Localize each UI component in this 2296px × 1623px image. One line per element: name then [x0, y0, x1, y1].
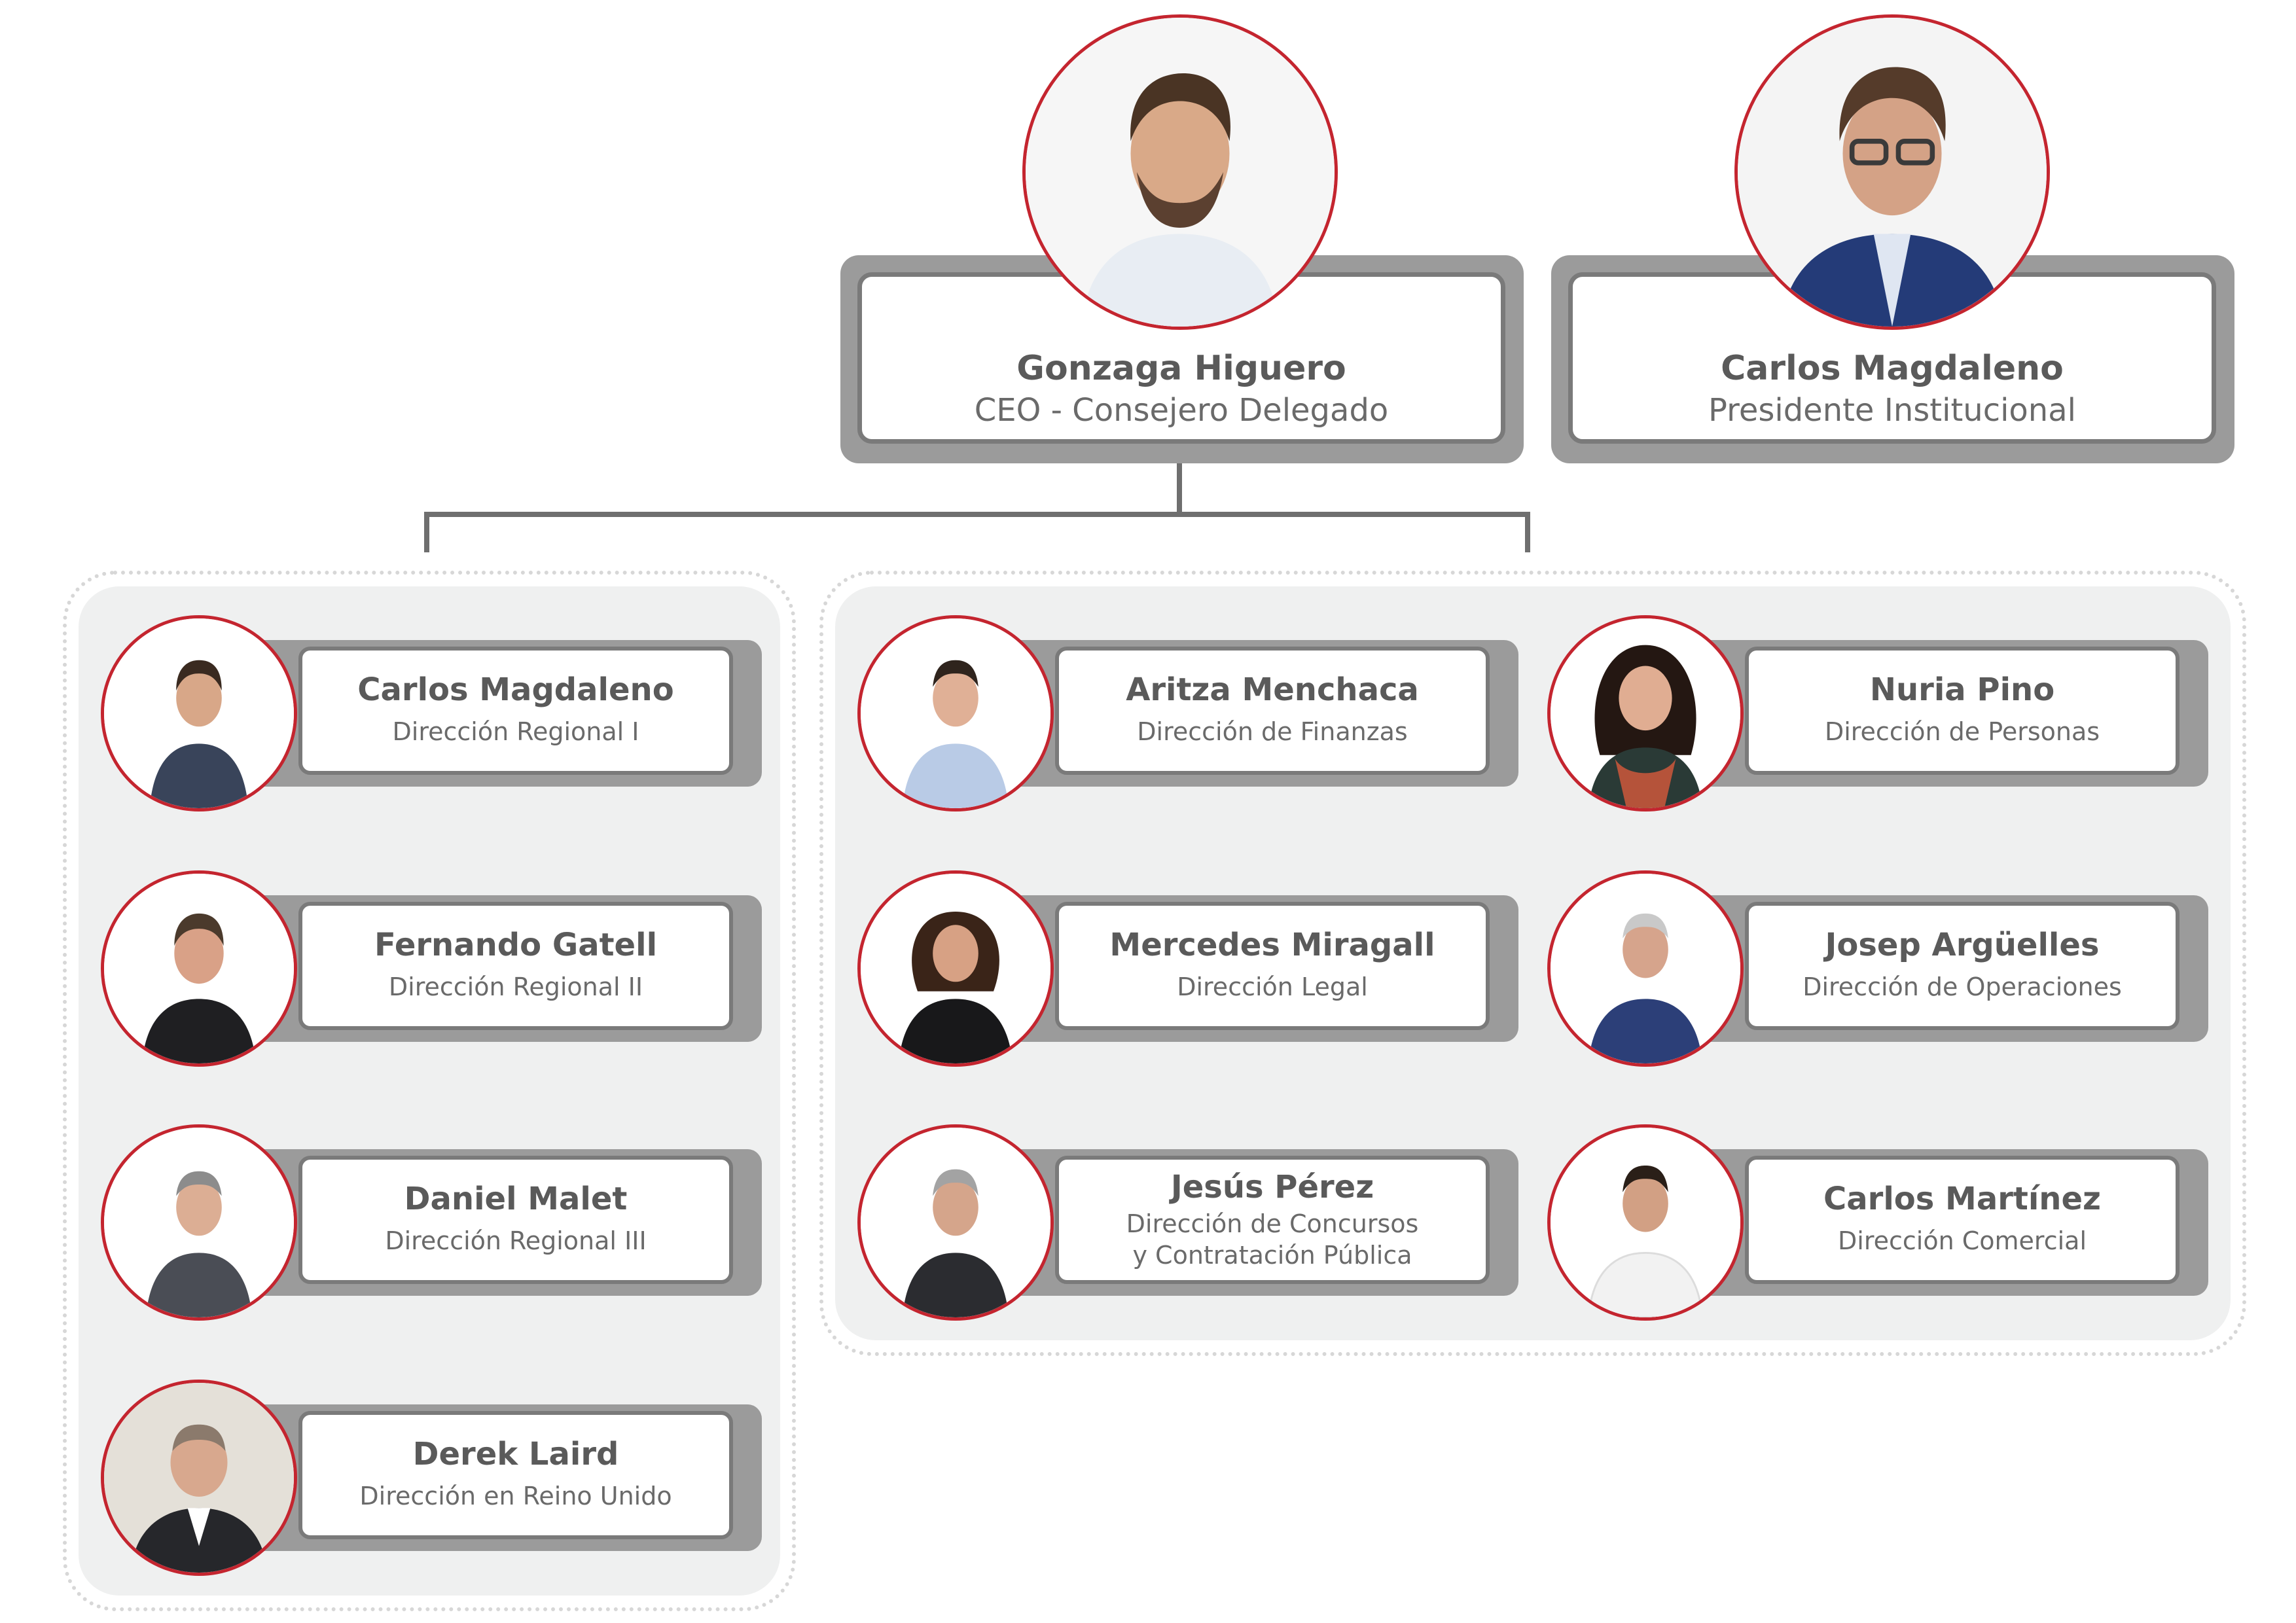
member-card: Jesús Pérez Dirección de Concursos y Con… [857, 1124, 1518, 1321]
ceo-name: Gonzaga Higuero [1016, 349, 1346, 388]
person-silhouette-icon [104, 1128, 294, 1317]
member-role: Dirección de Concursos y Contratación Pú… [1059, 1208, 1486, 1271]
member-photo [101, 870, 297, 1067]
member-name: Derek Laird [412, 1436, 619, 1472]
member-name: Fernando Gatell [374, 927, 658, 963]
member-card: Josep Argüelles Dirección de Operaciones [1547, 870, 2208, 1067]
connector-left-drop [424, 512, 429, 552]
member-role: Dirección de Finanzas [1137, 717, 1408, 746]
ceo-role: CEO - Consejero Delegado [974, 392, 1389, 429]
member-role: Dirección de Operaciones [1803, 972, 2122, 1001]
member-card: Mercedes Miragall Dirección Legal [857, 870, 1518, 1067]
person-silhouette-icon [1551, 1128, 1740, 1317]
member-photo [101, 615, 297, 812]
member-card-body: Fernando Gatell Dirección Regional II [298, 902, 733, 1030]
person-silhouette-icon [1026, 18, 1335, 327]
member-card-body: Aritza Menchaca Dirección de Finanzas [1055, 647, 1490, 775]
member-photo [101, 1124, 297, 1321]
member-card-body: Jesús Pérez Dirección de Concursos y Con… [1055, 1156, 1490, 1284]
person-silhouette-icon [1551, 618, 1740, 808]
connector-right-drop [1525, 512, 1530, 552]
member-card: Daniel Malet Dirección Regional III [101, 1124, 762, 1321]
member-card: Carlos Magdaleno Dirección Regional I [101, 615, 762, 812]
member-card-body: Daniel Malet Dirección Regional III [298, 1156, 733, 1284]
member-role: Dirección Regional I [392, 717, 639, 746]
member-card: Aritza Menchaca Dirección de Finanzas [857, 615, 1518, 812]
member-photo [857, 870, 1054, 1067]
member-photo [1547, 615, 1744, 812]
member-card-body: Mercedes Miragall Dirección Legal [1055, 902, 1490, 1030]
member-role: Dirección Regional II [388, 972, 643, 1001]
person-silhouette-icon [1738, 18, 2047, 327]
connector-ceo-down [1177, 459, 1182, 517]
member-name: Josep Argüelles [1825, 927, 2100, 963]
president-name: Carlos Magdaleno [1721, 349, 2064, 388]
member-card: Derek Laird Dirección en Reino Unido [101, 1380, 762, 1576]
member-photo [1547, 1124, 1744, 1321]
member-card-body: Carlos Magdaleno Dirección Regional I [298, 647, 733, 775]
member-card: Fernando Gatell Dirección Regional II [101, 870, 762, 1067]
member-photo [857, 1124, 1054, 1321]
member-role-line-1: Dirección de Concursos [1126, 1209, 1419, 1238]
member-name: Daniel Malet [404, 1181, 628, 1217]
member-name: Nuria Pino [1869, 671, 2055, 708]
person-silhouette-icon [1551, 874, 1740, 1063]
member-name: Aritza Menchaca [1126, 671, 1419, 708]
member-role-line-2: y Contratación Pública [1132, 1241, 1412, 1270]
president-role: Presidente Institucional [1708, 392, 2076, 429]
person-silhouette-icon [104, 1383, 294, 1573]
person-silhouette-icon [861, 618, 1050, 808]
member-role: Dirección de Personas [1824, 717, 2100, 746]
person-silhouette-icon [104, 618, 294, 808]
regional-group-panel-border [63, 571, 796, 1611]
member-name: Mercedes Miragall [1109, 927, 1435, 963]
connector-horizontal [424, 512, 1530, 517]
person-silhouette-icon [861, 874, 1050, 1063]
member-role: Dirección Legal [1177, 972, 1368, 1001]
person-silhouette-icon [104, 874, 294, 1063]
member-card: Nuria Pino Dirección de Personas [1547, 615, 2208, 812]
member-role: Dirección Comercial [1838, 1226, 2087, 1255]
member-name: Carlos Martínez [1823, 1181, 2101, 1217]
member-card-body: Josep Argüelles Dirección de Operaciones [1745, 902, 2179, 1030]
member-photo [857, 615, 1054, 812]
ceo-photo [1022, 14, 1338, 330]
member-photo [101, 1380, 297, 1576]
president-photo [1734, 14, 2050, 330]
person-silhouette-icon [861, 1128, 1050, 1317]
member-role: Dirección en Reino Unido [359, 1482, 672, 1510]
member-role: Dirección Regional III [385, 1226, 647, 1255]
corporate-group-panel-border [819, 571, 2246, 1356]
member-card: Carlos Martínez Dirección Comercial [1547, 1124, 2208, 1321]
member-card-body: Derek Laird Dirección en Reino Unido [298, 1411, 733, 1539]
member-name: Jesús Pérez [1170, 1169, 1374, 1205]
member-photo [1547, 870, 1744, 1067]
member-card-body: Nuria Pino Dirección de Personas [1745, 647, 2179, 775]
member-name: Carlos Magdaleno [357, 671, 674, 708]
member-card-body: Carlos Martínez Dirección Comercial [1745, 1156, 2179, 1284]
